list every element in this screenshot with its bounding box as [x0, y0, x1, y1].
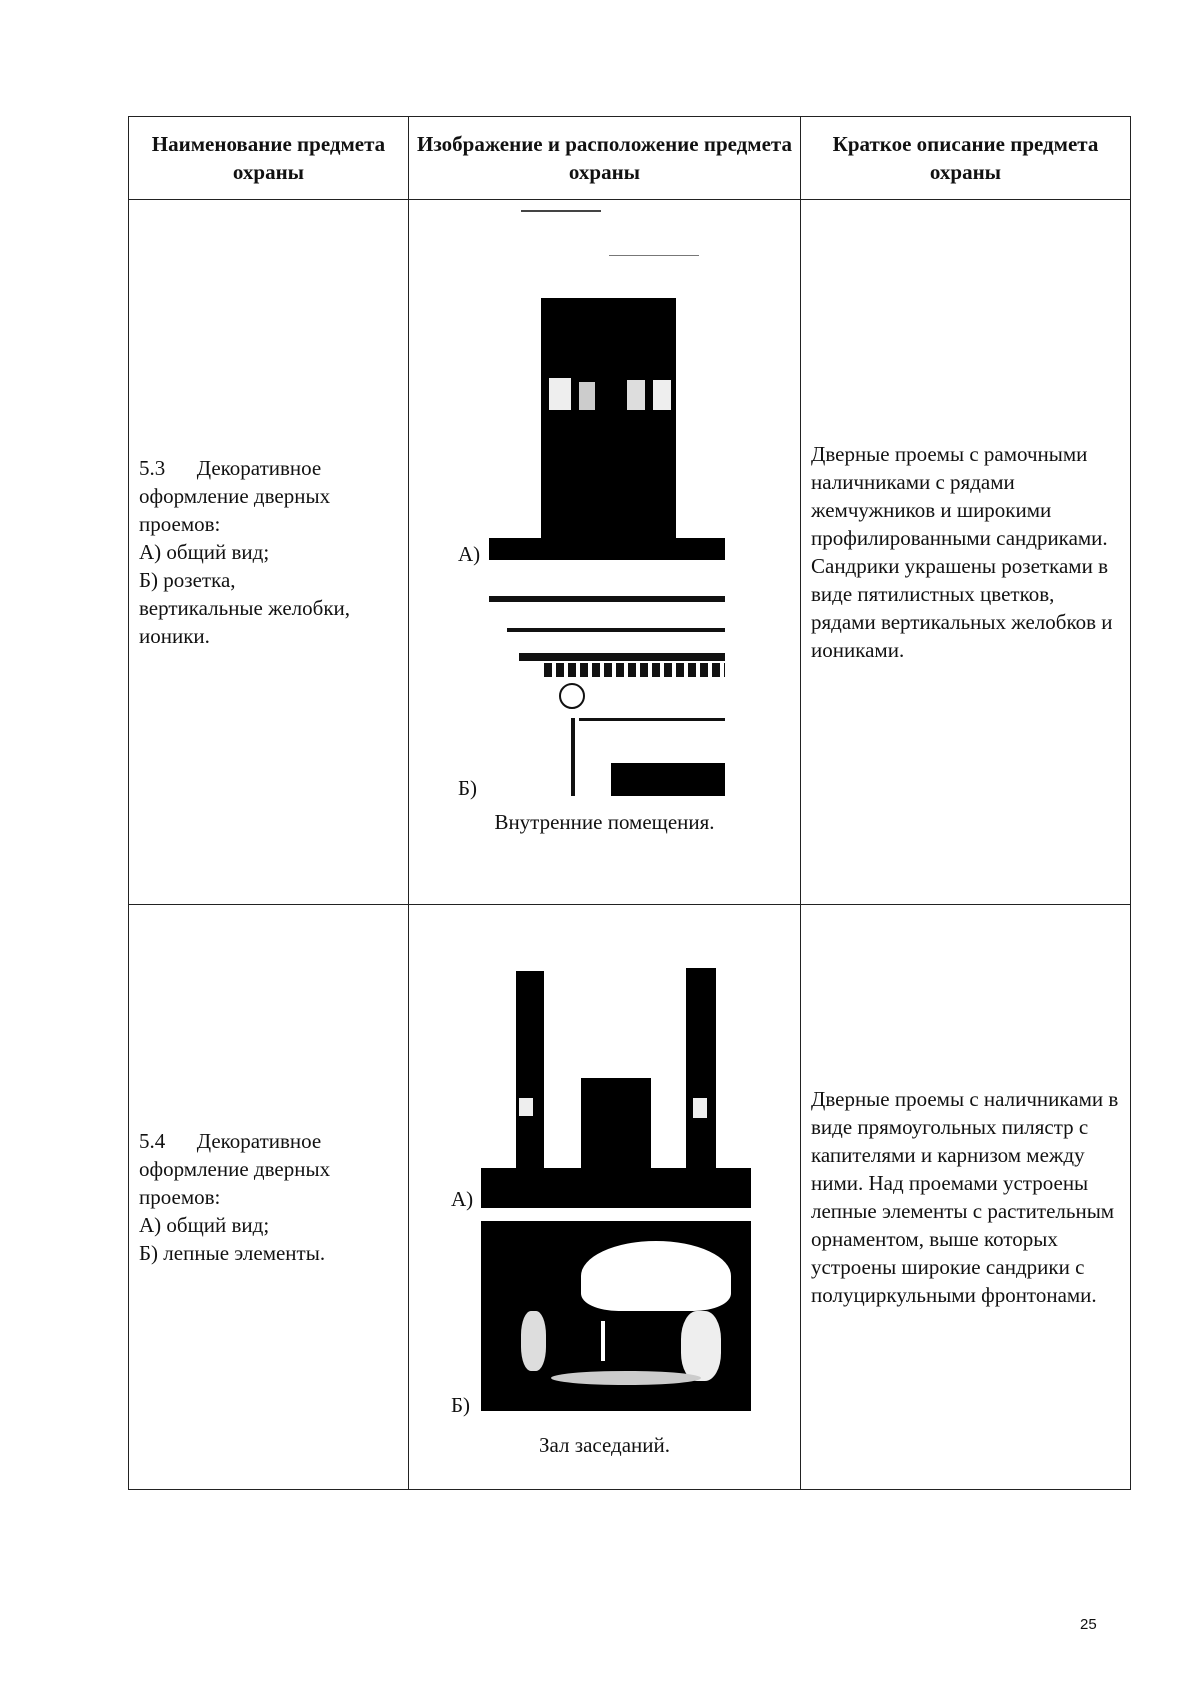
table-header-row: Наименование предмета охраны Изображение…: [128, 116, 1131, 200]
photo-stucco-ornament: [481, 1221, 751, 1411]
row-name-cell: 5.3 Декоративное оформление дверных прое…: [128, 199, 409, 905]
photo-door-general-view: [489, 298, 725, 560]
item-number: 5.4: [139, 1129, 166, 1153]
row-name-cell: 5.4 Декоративное оформление дверных прое…: [128, 904, 409, 1490]
item-number: 5.3: [139, 456, 166, 480]
table-row: 5.3 Декоративное оформление дверных прое…: [128, 199, 1131, 905]
row-image-cell: А) Б) Внутренние помещения.: [408, 199, 801, 905]
image-label-a: А): [458, 542, 481, 566]
photo-cornice-detail: [489, 568, 725, 796]
heritage-objects-table: Наименование предмета охраны Изображение…: [128, 116, 1131, 1490]
header-name: Наименование предмета охраны: [128, 116, 409, 200]
header-image: Изображение и расположение предмета охра…: [408, 116, 801, 200]
image-label-a: А): [451, 1187, 474, 1211]
row-description-cell: Дверные проемы с наличниками в виде прям…: [800, 904, 1131, 1490]
table-row: 5.4 Декоративное оформление дверных прое…: [128, 904, 1131, 1490]
page-number: 25: [1080, 1616, 1097, 1633]
image-caption: Зал заседаний.: [539, 1433, 670, 1457]
row-image-cell: А) Б) Зал заседаний.: [408, 904, 801, 1490]
image-caption: Внутренние помещения.: [494, 810, 715, 834]
photo-hall-general-view: [481, 943, 751, 1208]
image-label-b: Б): [451, 1393, 471, 1417]
row-description-cell: Дверные проемы с рамочными наличниками с…: [800, 199, 1131, 905]
scan-artifact: [609, 255, 699, 256]
image-label-b: Б): [458, 776, 478, 800]
header-description: Краткое описание предмета охраны: [800, 116, 1131, 200]
scan-artifact: [521, 210, 601, 212]
